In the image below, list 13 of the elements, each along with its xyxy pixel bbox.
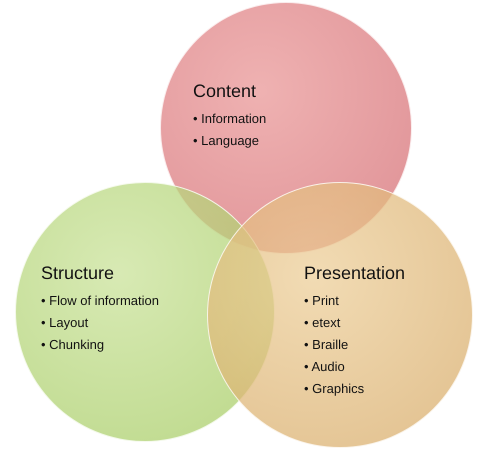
bullet-item: • etext [304,314,340,332]
bullet-item: • Graphics [304,380,364,398]
bullet-item: • Print [304,292,339,310]
bullet-item: • Layout [41,314,88,332]
bullet-item: • Braille [304,336,348,354]
bullet-item: • Flow of information [41,292,159,310]
bullet-item: • Chunking [41,336,104,354]
bullet-item: • Audio [304,358,345,376]
bullet-item: • Language [193,132,260,150]
circle-heading: Content [193,81,256,102]
circle-heading: Structure [41,263,114,284]
circle-heading: Presentation [304,263,406,284]
bullet-item: • Information [193,110,266,128]
